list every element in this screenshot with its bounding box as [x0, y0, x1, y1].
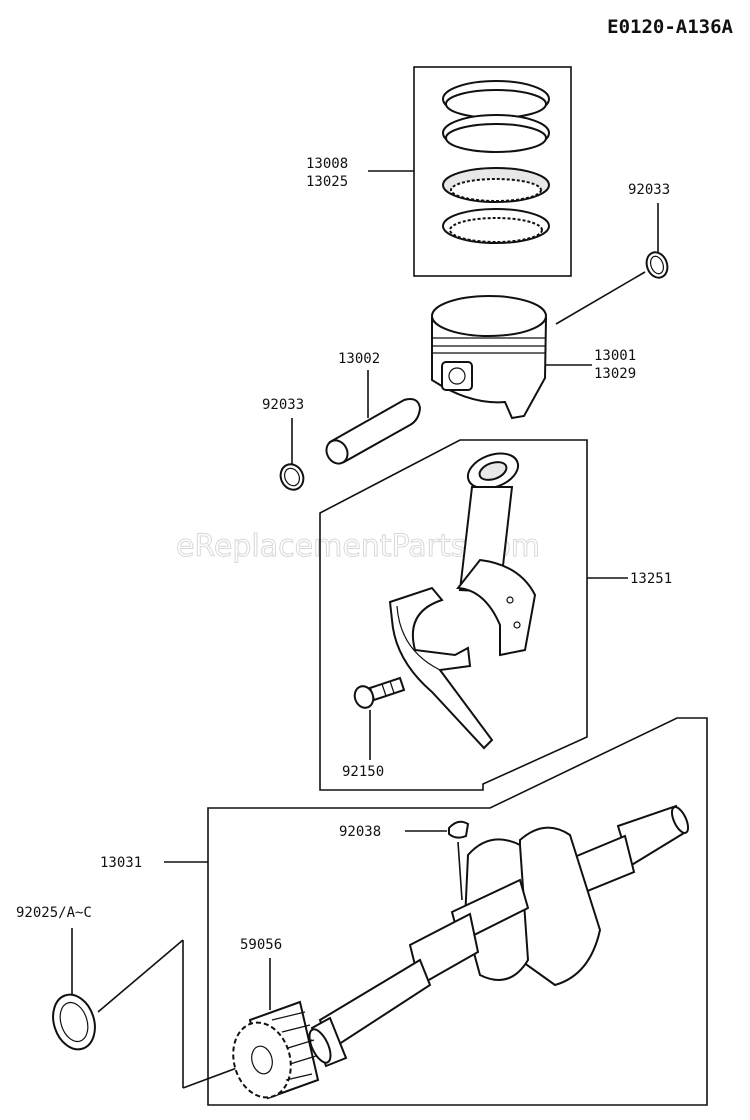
label-13008: 13008	[306, 156, 348, 172]
label-92033-right: 92033	[628, 182, 670, 198]
label-59056: 59056	[240, 937, 282, 953]
label-13002: 13002	[338, 351, 380, 367]
piston-pin-illustration	[325, 398, 422, 465]
label-13031: 13031	[100, 855, 142, 871]
oil-seal-illustration	[52, 993, 96, 1051]
leader-oil-seal-right	[97, 939, 184, 1013]
rod-bolt-illustration	[353, 676, 406, 709]
crankshaft-illustration	[308, 804, 690, 1068]
label-92025: 92025/A~C	[16, 905, 92, 921]
connecting-rod-illustration	[388, 452, 537, 750]
crankshaft-box	[207, 717, 708, 1106]
label-92033-left: 92033	[262, 397, 304, 413]
diagram-code: E0120-A136A	[607, 16, 733, 38]
woodruff-key-illustration	[448, 820, 470, 839]
crank-gear-illustration	[232, 1000, 320, 1100]
connecting-rod-box	[319, 439, 588, 791]
circlip-left-illustration	[279, 463, 305, 491]
label-13001: 13001	[594, 348, 636, 364]
circlip-right-illustration	[645, 251, 669, 279]
leader-woodruff-key-down	[457, 841, 463, 901]
label-92150: 92150	[342, 764, 384, 780]
label-92038: 92038	[339, 824, 381, 840]
piston-rings-illustration	[442, 80, 550, 244]
label-13025: 13025	[306, 174, 348, 190]
label-13251: 13251	[630, 571, 672, 587]
label-13029: 13029	[594, 366, 636, 382]
piston-illustration	[431, 295, 548, 420]
leader-circlip-right-down	[555, 271, 646, 325]
